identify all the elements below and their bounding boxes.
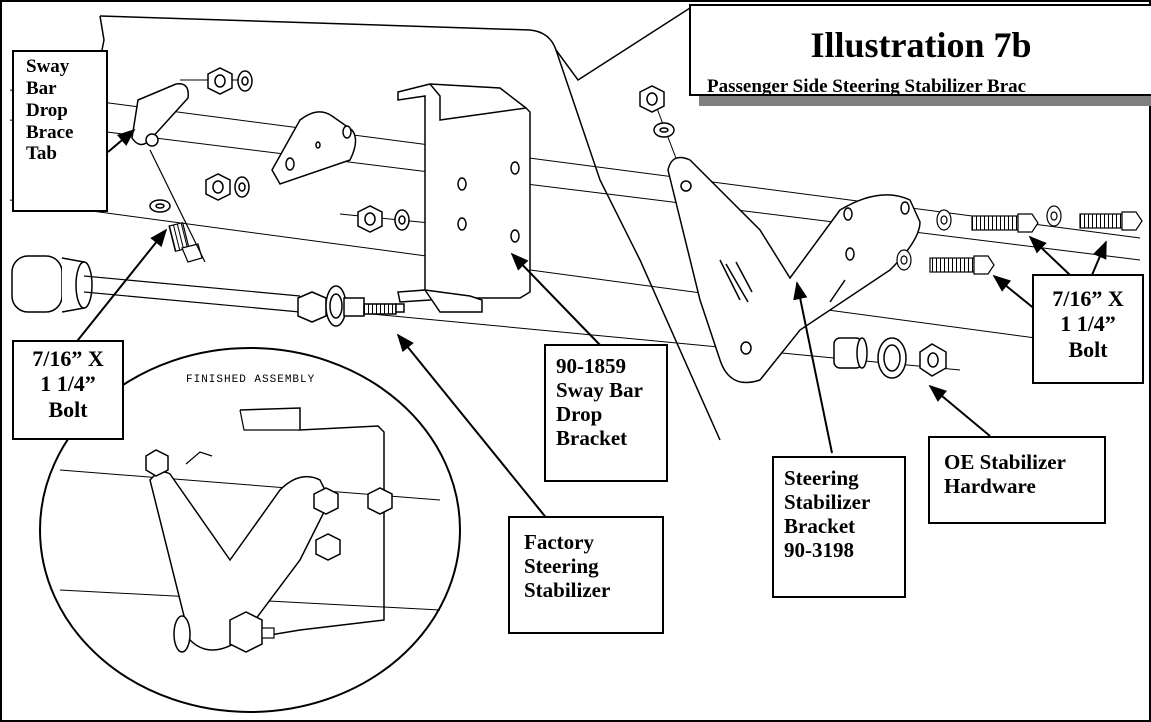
hardware-right [896,205,1143,275]
callout-sway-bar-drop-bracket: 90-1859 Sway Bar Drop Bracket [544,344,668,482]
frame-plate-outline [99,7,691,82]
illustration-title: Illustration 7b [810,25,1032,65]
leader-arrows [69,128,1107,521]
callout-bolt-right: 7/16” X 1 1/4” Bolt [1032,274,1144,384]
callout-sway-bar-drop-brace-tab: Sway Bar Drop Brace Tab [12,50,108,212]
steering-stabilizer-bracket-part [667,156,921,384]
callout-bolt-left: 7/16” X 1 1/4” Bolt [12,340,124,440]
left-bolt-part [149,149,206,263]
title-box: Illustration 7b Passenger Side Steering … [689,4,1151,96]
sway-bar-drop-bracket-part [397,83,531,313]
callout-steering-stabilizer-bracket: Steering Stabilizer Bracket 90-3198 [772,456,906,598]
inset-caption: FINISHED ASSEMBLY [186,374,316,386]
illustration-subtitle: Passenger Side Steering Stabilizer Brac [707,76,1027,96]
finished-assembly-inset [39,347,461,713]
callout-oe-stabilizer-hardware: OE Stabilizer Hardware [928,436,1106,524]
factory-stabilizer-part [297,285,405,327]
oe-hardware-part [833,337,947,379]
axle-tube [11,255,301,313]
hardware-top-center [639,85,675,138]
sway-bar-brace-tab-part [131,83,357,185]
hardware-top-left [149,67,410,233]
callout-factory-steering-stabilizer: Factory Steering Stabilizer [508,516,664,634]
